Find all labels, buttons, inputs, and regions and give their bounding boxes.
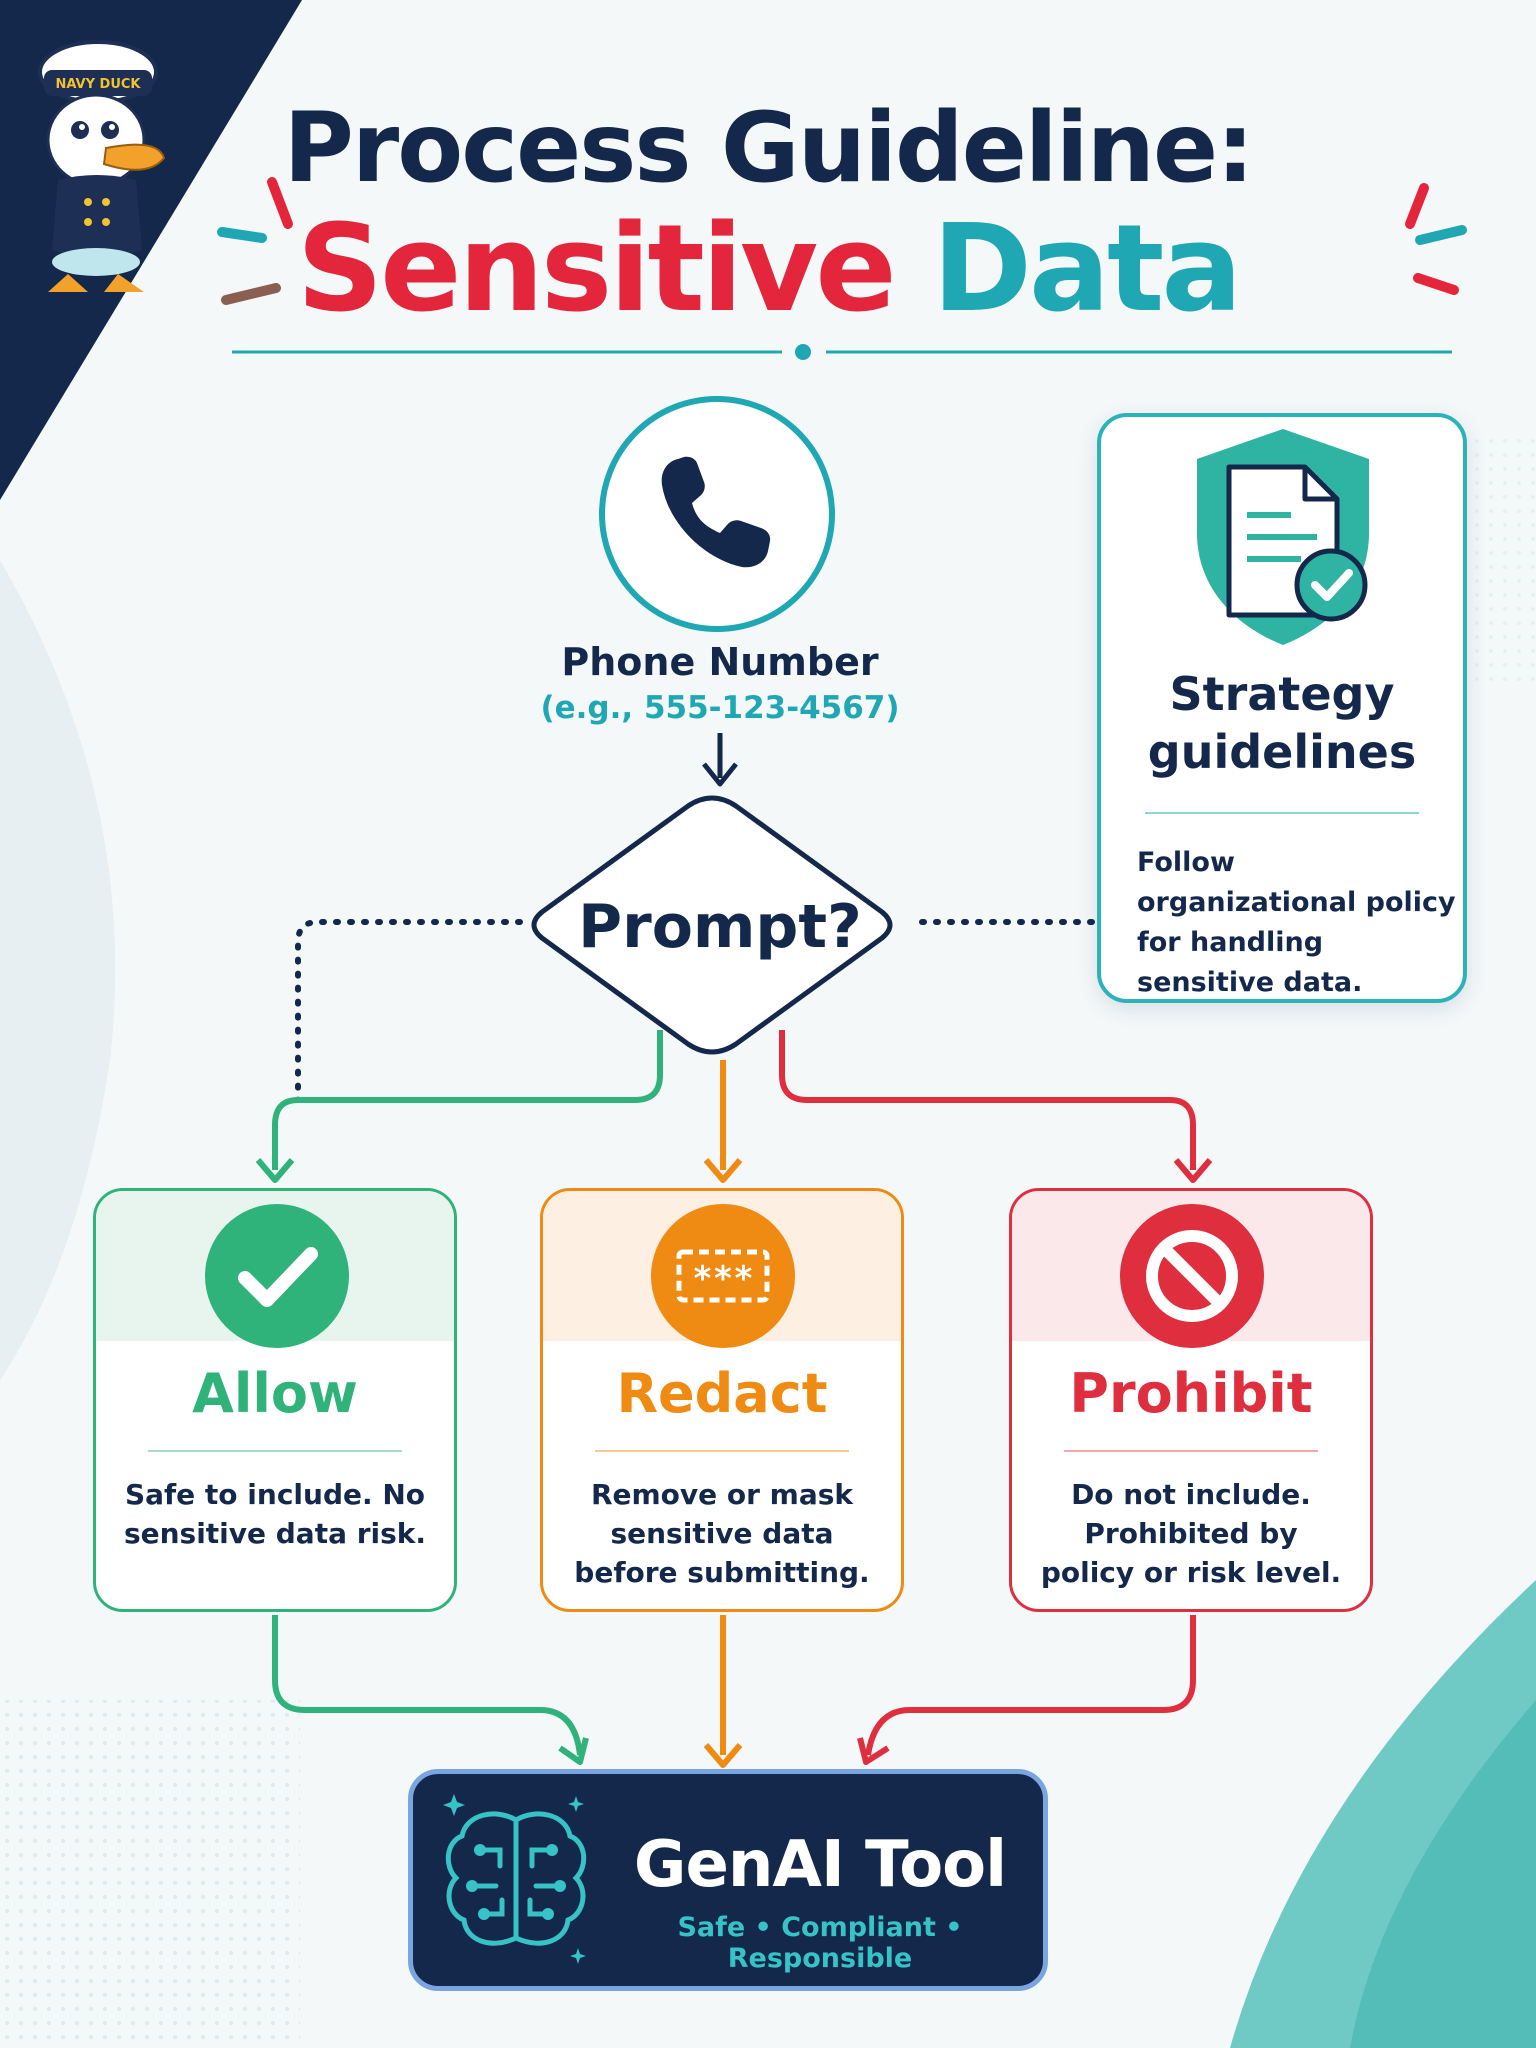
title-data: Data — [932, 200, 1242, 339]
allow-title: Allow — [192, 1362, 358, 1425]
redact-title: Redact — [616, 1362, 828, 1425]
title-line-2: Sensitive Data — [0, 200, 1536, 339]
genai-tool-subtitle: Safe • Compliant • Responsible — [677, 1912, 963, 1974]
redact-divider — [595, 1450, 849, 1452]
prompt-decision-diamond — [531, 795, 893, 1055]
strategy-body: Follow organizational policy for handlin… — [1137, 847, 1456, 998]
strategy-divider — [1145, 812, 1419, 814]
shield-document-icon — [1197, 429, 1369, 645]
navy-duck-mascot: NAVY DUCK — [38, 40, 166, 292]
masked-text-glyph: *** — [692, 1259, 753, 1299]
allow-divider — [148, 1450, 402, 1452]
strategy-title: Strategy guidelines — [1147, 667, 1417, 779]
redact-card — [540, 1188, 904, 1612]
left-wave-shape — [0, 560, 116, 1380]
title-decorations — [217, 177, 1467, 360]
redact-body: Remove or mask sensitive data before sub… — [574, 1478, 870, 1589]
mascot-hat-text: NAVY DUCK — [55, 77, 141, 92]
phone-icon — [599, 396, 835, 632]
prohibit-divider — [1064, 1450, 1318, 1452]
title-sensitive: Sensitive — [296, 200, 897, 339]
check-icon — [205, 1204, 349, 1348]
allow-body: Safe to include. No sensitive data risk. — [123, 1478, 427, 1550]
phone-number-label: Phone Number — [561, 640, 879, 684]
masked-text-icon: *** — [651, 1204, 795, 1348]
prohibit-title: Prohibit — [1069, 1362, 1313, 1425]
prompt-label: Prompt? — [578, 892, 862, 962]
prohibit-body: Do not include. Prohibited by policy or … — [1040, 1478, 1342, 1589]
prohibited-icon — [1120, 1204, 1264, 1348]
brain-circuit-icon — [443, 1794, 587, 1964]
phone-number-example: (e.g., 555-123-4567) — [540, 690, 900, 726]
title-line-1: Process Guideline: — [283, 92, 1255, 204]
genai-tool-title: GenAI Tool — [633, 1828, 1007, 1902]
